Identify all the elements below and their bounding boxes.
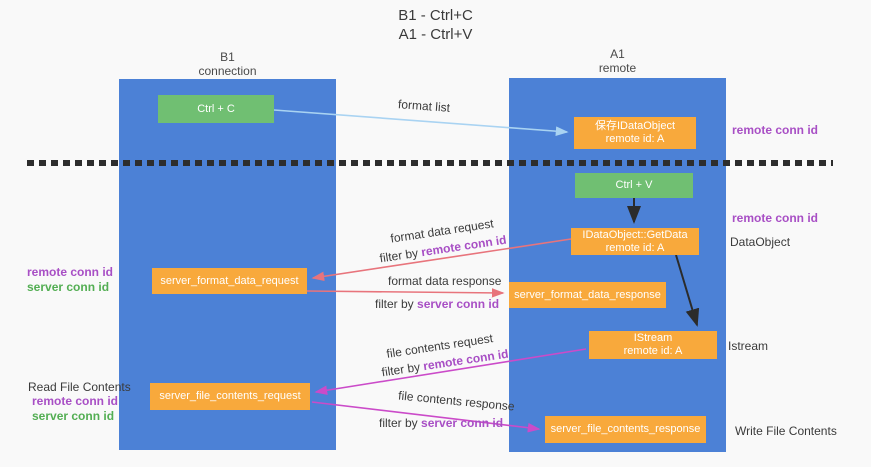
box-ctrl-c-label: Ctrl + C [197, 102, 235, 115]
lane-header-a1: A1 remote [509, 47, 726, 75]
box-getdata-line2: remote id: A [605, 241, 665, 254]
arrow-format-data-response [306, 288, 505, 298]
box-save-idataobject: 保存IDataObject remote id: A [574, 117, 696, 149]
box-file-resp-label: server_file_contents_response [550, 423, 701, 435]
label-format-data-response: format data response [388, 274, 502, 288]
server-conn-id-text: server conn id [417, 297, 500, 311]
arrow-format-list [273, 109, 569, 136]
filter-by-text: filter by [375, 297, 418, 311]
box-ctrl-v-label: Ctrl + V [615, 179, 653, 191]
box-server-format-data-request: server_format_data_request [152, 268, 307, 294]
remote-conn-id-text: remote conn id [32, 394, 119, 408]
side-label-dataobject: DataObject [730, 235, 791, 249]
lane-a1-subtitle: remote [598, 61, 637, 75]
session-boundary-dashed-line [27, 160, 833, 166]
remote-conn-id-text: remote conn id [27, 265, 114, 279]
box-istream-line1: IStream [633, 332, 673, 344]
box-server-file-contents-request: server_file_contents_request [150, 383, 310, 410]
box-ctrl-c: Ctrl + C [158, 95, 274, 123]
lane-b1-subtitle: connection [198, 64, 257, 78]
box-file-req-label: server_file_contents_request [159, 390, 301, 402]
side-label-write-file-contents: Write File Contents [735, 424, 837, 438]
box-format-req-label: server_format_data_request [160, 274, 299, 287]
box-save-line1: 保存IDataObject [594, 120, 676, 132]
side-label-istream: Istream [728, 339, 769, 353]
box-ctrl-v: Ctrl + V [575, 173, 693, 198]
box-istream-line2: remote id: A [623, 345, 683, 357]
side-label-remote-conn-id-2: remote conn id [732, 211, 819, 225]
server-conn-id-text: server conn id [421, 416, 504, 430]
box-format-resp-label: server_format_data_response [514, 288, 661, 301]
server-conn-id-text: server conn id [27, 280, 110, 294]
title-line-1: B1 - Ctrl+C [398, 7, 473, 24]
side-label-conn-id-pair-1: remote conn id server conn id [27, 265, 113, 295]
arrow-file-contents-response [311, 401, 541, 433]
server-conn-id-text: server conn id [32, 409, 115, 423]
box-getdata-line1: IDataObject::GetData [582, 228, 688, 241]
box-server-format-data-response: server_format_data_response [509, 282, 666, 308]
box-idataobject-getdata: IDataObject::GetData remote id: A [571, 228, 699, 255]
box-istream: IStream remote id: A [589, 331, 717, 359]
diagram-title: B1 - Ctrl+C A1 - Ctrl+V [0, 6, 871, 44]
side-label-remote-conn-id-1: remote conn id [732, 123, 819, 137]
title-line-2: A1 - Ctrl+V [398, 26, 473, 43]
side-label-read-file-contents: Read File Contents [28, 380, 131, 394]
label-filter-by-server-conn-id: filter by server conn id [375, 297, 499, 311]
arrow-file-contents-request [314, 348, 587, 395]
lane-b1-name: B1 [220, 50, 235, 64]
filter-by-text: filter by [379, 416, 422, 430]
side-label-conn-id-pair-2: remote conn id server conn id [32, 394, 118, 424]
label-filter-by-server-conn-id-2: filter by server conn id [379, 416, 503, 430]
lane-header-b1: B1 connection [119, 50, 336, 78]
arrow-format-data-request [311, 238, 572, 282]
box-server-file-contents-response: server_file_contents_response [545, 416, 706, 443]
lane-a1-name: A1 [610, 47, 625, 61]
arrow-getdata-to-istream [675, 254, 700, 327]
box-save-line2: remote id: A [605, 133, 665, 145]
